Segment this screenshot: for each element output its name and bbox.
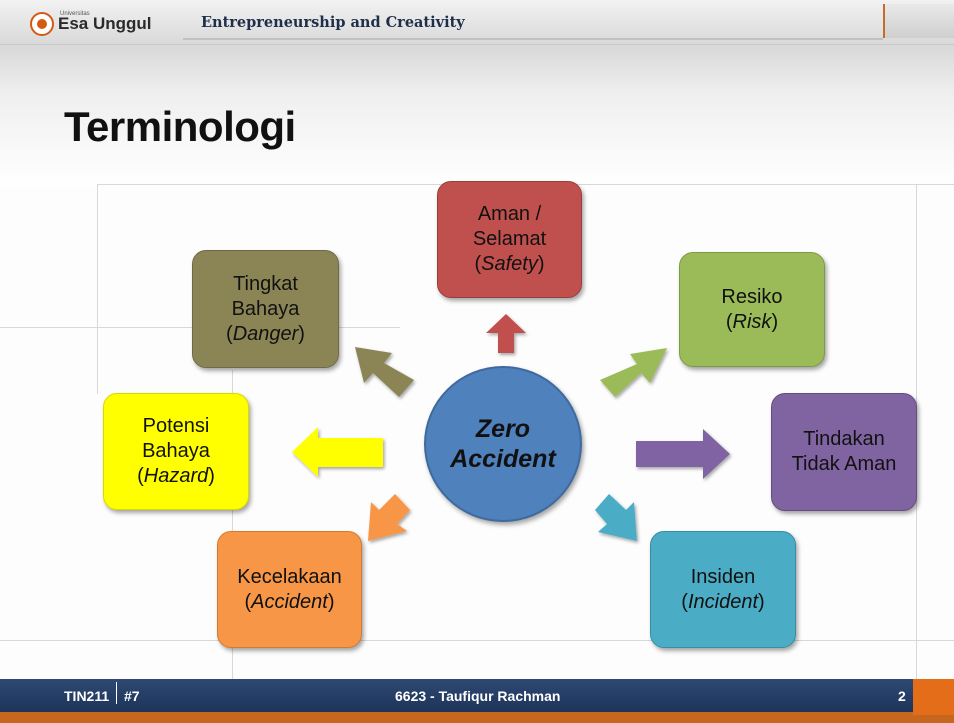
guide-line — [97, 184, 98, 394]
node-safety-line2: Selamat — [472, 228, 547, 250]
arrow-to-risk — [600, 348, 667, 397]
guide-line — [232, 370, 233, 679]
arrow-to-accident — [368, 494, 410, 541]
page-title: Terminologi — [64, 103, 296, 150]
header-title: Entrepreneurship and Creativity — [201, 14, 465, 31]
guide-line — [0, 640, 954, 641]
node-risk: Resiko (Risk) — [679, 252, 825, 367]
footer-page-box — [913, 679, 954, 715]
footer-separator — [116, 682, 117, 704]
logo-caption: Universitas — [60, 11, 90, 17]
node-unsafe-act: Tindakan Tidak Aman — [771, 393, 917, 511]
node-hazard-line1: Potensi — [142, 415, 210, 437]
node-unsafe-line1: Tindakan — [803, 428, 885, 450]
node-danger-line2: Bahaya — [231, 297, 300, 320]
footer-course-code: TIN211 — [64, 688, 110, 704]
node-danger-line1: Tingkat — [233, 272, 298, 295]
arrow-to-safety — [486, 314, 526, 353]
node-safety-line1: Aman / — [477, 203, 542, 225]
logo-text: Esa Unggul — [58, 14, 152, 33]
node-safety: Aman / Selamat (Safety) — [437, 181, 582, 298]
node-danger: Tingkat Bahaya (Danger) — [192, 250, 339, 368]
node-hazard-term: Hazard — [143, 465, 209, 487]
footer-page-number: 2 — [898, 688, 906, 704]
university-logo: Esa Unggul — [30, 12, 152, 36]
node-risk-line1: Resiko — [721, 285, 783, 308]
header-divider — [183, 38, 883, 40]
node-unsafe-line2: Tidak Aman — [791, 453, 897, 475]
arrow-to-incident — [595, 494, 637, 541]
node-risk-term: Risk — [732, 310, 772, 333]
node-danger-term: Danger — [232, 322, 299, 345]
header-bar — [0, 0, 954, 45]
node-incident-term: Incident — [687, 590, 759, 613]
arrow-to-unsafe-act — [636, 429, 730, 479]
arrow-to-danger — [355, 347, 414, 397]
header-corner — [883, 4, 954, 38]
node-accident-term: Accident — [251, 590, 328, 613]
center-line2: Accident — [450, 445, 556, 473]
footer-session: #7 — [124, 688, 140, 704]
center-line1: Zero — [475, 415, 531, 443]
node-accident-line1: Kecelakaan — [237, 565, 342, 588]
logo-icon — [30, 12, 54, 36]
footer-bar — [0, 679, 954, 715]
node-hazard-line2: Bahaya — [142, 440, 210, 462]
node-hazard: Potensi Bahaya (Hazard) — [103, 393, 249, 510]
arrow-to-hazard — [292, 427, 383, 477]
center-node-zero-accident: Zero Accident — [424, 366, 582, 522]
node-accident: Kecelakaan (Accident) — [217, 531, 362, 648]
node-incident-line1: Insiden — [690, 565, 756, 588]
title-band — [0, 45, 954, 185]
node-incident: Insiden (Incident) — [650, 531, 796, 648]
node-safety-term: Safety — [481, 253, 538, 275]
footer-lecturer: 6623 - Taufiqur Rachman — [395, 688, 561, 704]
footer-stripe — [0, 712, 954, 723]
